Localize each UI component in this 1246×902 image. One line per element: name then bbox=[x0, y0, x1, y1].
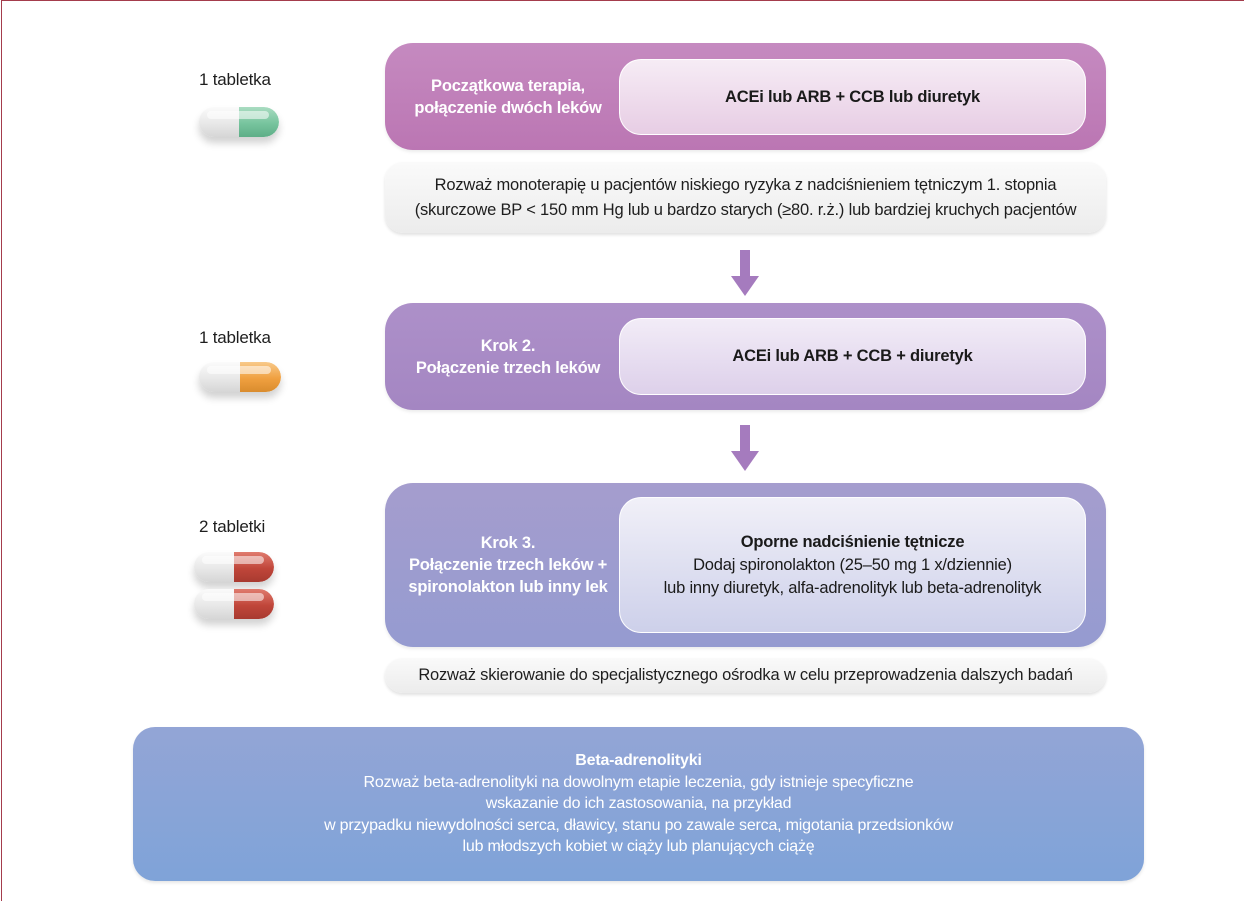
beta-blockers-line-2: wskazanie do ich zastosowania, na przykł… bbox=[485, 795, 792, 813]
step-2-treatment: ACEi lub ARB + CCB + diuretyk bbox=[732, 347, 973, 365]
step-3-treatment-line-1: Dodaj spironolakton (25–50 mg 1 x/dzienn… bbox=[693, 555, 1012, 574]
step-1-box: Początkowa terapia, połączenie dwóch lek… bbox=[385, 43, 1106, 150]
beta-blockers-line-3: w przypadku niewydolności serca, dławicy… bbox=[324, 816, 953, 834]
down-arrow-icon-1 bbox=[731, 250, 759, 296]
step-1-treatment-box: ACEi lub ARB + CCB lub diuretyk bbox=[619, 59, 1086, 135]
monotherapy-note: Rozważ monoterapię u pacjentów niskiego … bbox=[385, 162, 1106, 233]
pill-count-label-2: 1 tabletka bbox=[199, 328, 271, 347]
down-arrow-icon-2 bbox=[731, 425, 759, 471]
step-1-label-line-2: połączenie dwóch leków bbox=[414, 98, 602, 117]
beta-blockers-title: Beta-adrenolityki bbox=[575, 752, 702, 770]
referral-note-text: Rozważ skierowanie do specjalistycznego … bbox=[418, 666, 1073, 684]
step-3-label-line-1: Krok 3. bbox=[480, 534, 536, 552]
step-1-treatment: ACEi lub ARB + CCB lub diuretyk bbox=[725, 87, 980, 106]
beta-blockers-line-4: lub młodszych kobiet w ciąży lub planują… bbox=[462, 838, 815, 856]
pill-count-label-3: 2 tabletki bbox=[199, 517, 266, 536]
pill-icon-3a bbox=[194, 552, 274, 582]
referral-note: Rozważ skierowanie do specjalistycznego … bbox=[385, 658, 1106, 693]
pill-count-label-1: 1 tabletka bbox=[199, 70, 271, 89]
step-3-treatment-box: Oporne nadciśnienie tętnicze Dodaj spiro… bbox=[619, 497, 1086, 633]
step-3-treatment-line-2: lub inny diuretyk, alfa-adrenolityk lub … bbox=[663, 578, 1042, 597]
step-2-label: Krok 2. Połączenie trzech leków bbox=[403, 303, 613, 410]
pill-icon-3b bbox=[194, 589, 274, 619]
pill-icon-1 bbox=[199, 107, 279, 137]
pill-icon-2 bbox=[199, 362, 281, 392]
beta-blockers-box: Beta-adrenolityki Rozważ beta-adrenolity… bbox=[133, 727, 1144, 881]
step-2-box: Krok 2. Połączenie trzech leków ACEi lub… bbox=[385, 303, 1106, 410]
step-2-label-line-2: Połączenie trzech leków bbox=[415, 358, 601, 377]
step-1-label: Początkowa terapia, połączenie dwóch lek… bbox=[403, 43, 613, 150]
step-2-treatment-box: ACEi lub ARB + CCB + diuretyk bbox=[619, 318, 1086, 395]
beta-blockers-line-1: Rozważ beta-adrenolityki na dowolnym eta… bbox=[363, 773, 914, 791]
step-3-label: Krok 3. Połączenie trzech leków + spiron… bbox=[397, 483, 619, 647]
monotherapy-note-line-1: Rozważ monoterapię u pacjentów niskiego … bbox=[434, 175, 1057, 194]
step-3-label-line-3: spironolakton lub inny lek bbox=[408, 578, 608, 596]
monotherapy-note-line-2: (skurczowe BP < 150 mm Hg lub u bardzo s… bbox=[414, 200, 1077, 219]
step-3-box: Krok 3. Połączenie trzech leków + spiron… bbox=[385, 483, 1106, 647]
step-3-treatment-title: Oporne nadciśnienie tętnicze bbox=[740, 532, 965, 551]
step-1-label-line-1: Początkowa terapia, bbox=[431, 76, 585, 95]
step-2-label-line-1: Krok 2. bbox=[480, 336, 536, 355]
step-3-label-line-2: Połączenie trzech leków + bbox=[408, 556, 608, 574]
